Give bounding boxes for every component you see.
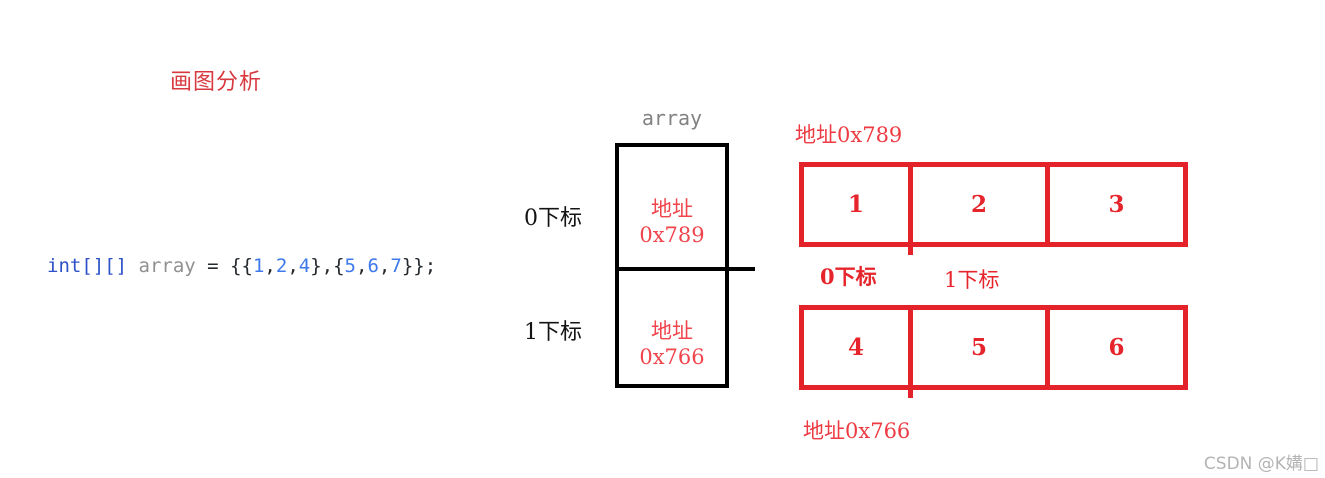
code-token: 1 bbox=[252, 255, 265, 277]
pointer-table-box: 地址0x789 地址0x766 bbox=[615, 143, 755, 388]
code-token: 4 bbox=[298, 255, 311, 277]
array-row1-cell-0: 4 bbox=[847, 334, 864, 361]
code-token: , bbox=[264, 255, 276, 277]
array-row1-divider-1 bbox=[1045, 310, 1050, 385]
page-title: 画图分析 bbox=[170, 70, 263, 95]
code-token: 2 bbox=[275, 255, 288, 277]
csdn-watermark: CSDN @K媾□ bbox=[1203, 454, 1319, 474]
array-row0-divider-0 bbox=[908, 167, 913, 255]
code-line: int[][] array = {{1,2,4},{5,6,7}}; bbox=[47, 255, 436, 277]
code-token: },{ bbox=[310, 255, 345, 277]
array-row0-box: 1 2 3 bbox=[799, 162, 1188, 255]
array-row0-divider-1 bbox=[1045, 167, 1050, 242]
array-row1-address-label: 地址0x766 bbox=[803, 419, 911, 443]
code-token: }}; bbox=[401, 255, 437, 277]
code-token: , bbox=[287, 255, 299, 277]
code-token: , bbox=[378, 255, 391, 277]
pointer-row1-index-label: 1下标 bbox=[524, 320, 582, 345]
array-row1-box: 4 5 6 bbox=[799, 305, 1188, 398]
code-token bbox=[127, 255, 138, 277]
code-token: , bbox=[356, 255, 368, 277]
array-variable-label: array bbox=[641, 106, 703, 130]
code-token: = bbox=[195, 255, 231, 277]
code-token: 7 bbox=[390, 255, 402, 277]
pointer-cell-address-1: 地址0x766 bbox=[639, 319, 705, 369]
array-row1-cell-1: 5 bbox=[970, 334, 987, 361]
array-row1-cell-2: 6 bbox=[1108, 334, 1125, 361]
pointer-cell-address-0: 地址0x789 bbox=[639, 197, 705, 247]
array-row0-address-label: 地址0x789 bbox=[795, 123, 903, 147]
pointer-row0-index-label: 0下标 bbox=[524, 206, 582, 231]
code-token: {{ bbox=[230, 255, 253, 277]
code-token: array bbox=[138, 255, 196, 277]
array-row0-cell-0: 1 bbox=[847, 191, 864, 218]
code-token: int[][] bbox=[47, 255, 128, 277]
element-index-label-0: 0下标 bbox=[820, 264, 877, 289]
code-token: 5 bbox=[344, 255, 356, 277]
array-row0-cell-2: 3 bbox=[1108, 191, 1125, 218]
pointer-table-divider bbox=[615, 267, 755, 271]
array-row0-cell-1: 2 bbox=[970, 191, 987, 218]
element-index-label-1: 1下标 bbox=[944, 268, 1000, 292]
array-row1-divider-0 bbox=[908, 310, 913, 398]
code-token: 6 bbox=[367, 255, 379, 277]
